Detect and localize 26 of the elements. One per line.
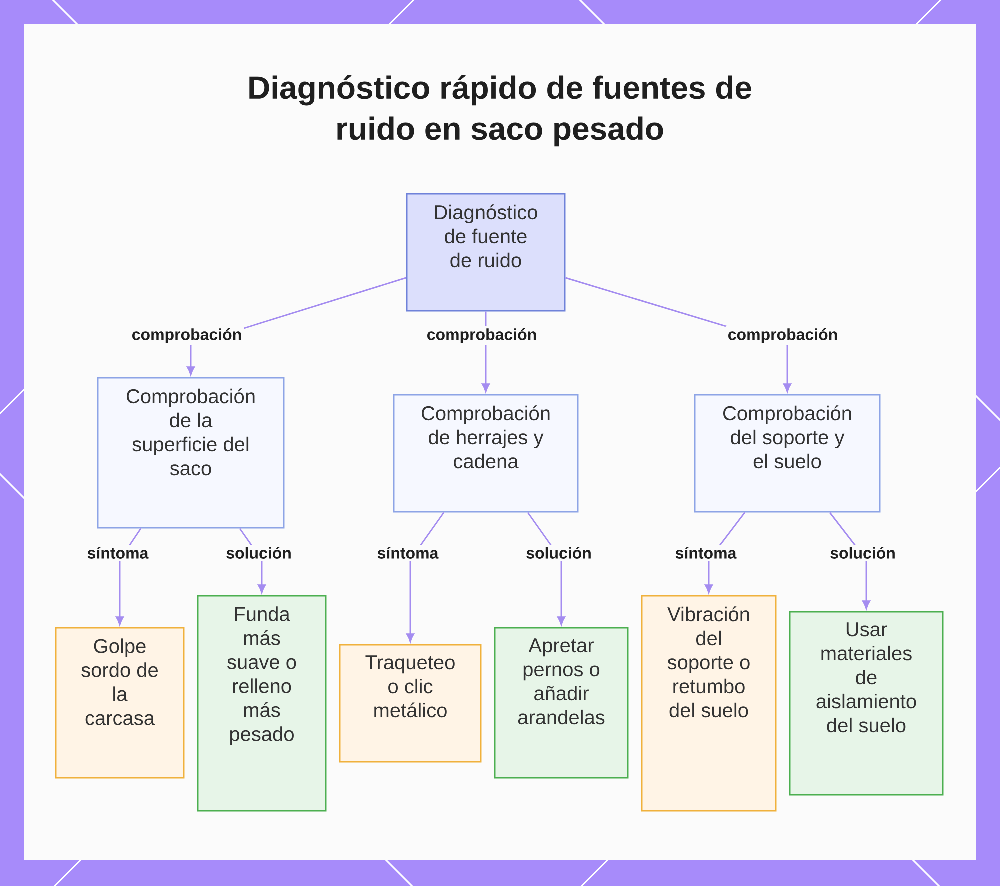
process-box: Golpe sordo de la carcasa	[55, 627, 185, 779]
arrow	[705, 512, 746, 594]
process-box: Apretar pernos o añadir arandelas	[494, 627, 629, 779]
edge-label: síntoma	[375, 545, 441, 561]
process-box: Funda más suave o relleno más pesado	[197, 595, 327, 812]
process-box: Comprobación de la superficie del saco	[97, 377, 285, 529]
edge-label: solución	[224, 545, 294, 561]
edge-label: síntoma	[673, 545, 739, 561]
edge-label: solución	[828, 545, 898, 561]
title: Diagnóstico rápido de fuentes de ruido en saco pesado	[250, 75, 752, 147]
edge-label: comprobación	[424, 326, 540, 346]
process-box: Vibración del soporte o retumbo del suelo	[641, 595, 777, 812]
process-box: Traqueteo o clic metálico	[339, 644, 482, 763]
process-box: Diagnóstico de fuente de ruido	[406, 193, 566, 312]
process-box: Usar materiales de aislamiento del suelo	[789, 611, 944, 796]
edge-label: comprobación	[726, 326, 840, 346]
arrow	[829, 512, 871, 610]
arrow	[482, 312, 490, 392]
edge-label: síntoma	[85, 545, 151, 561]
arrow	[527, 512, 566, 626]
process-box: Comprobación del soporte y el suelo	[694, 394, 881, 513]
process-box: Comprobación de herrajes y cadena	[393, 394, 579, 513]
arrow	[406, 512, 445, 642]
edge-label: solución	[524, 545, 594, 561]
edge-label: comprobación	[130, 326, 244, 346]
arrow	[116, 528, 142, 626]
